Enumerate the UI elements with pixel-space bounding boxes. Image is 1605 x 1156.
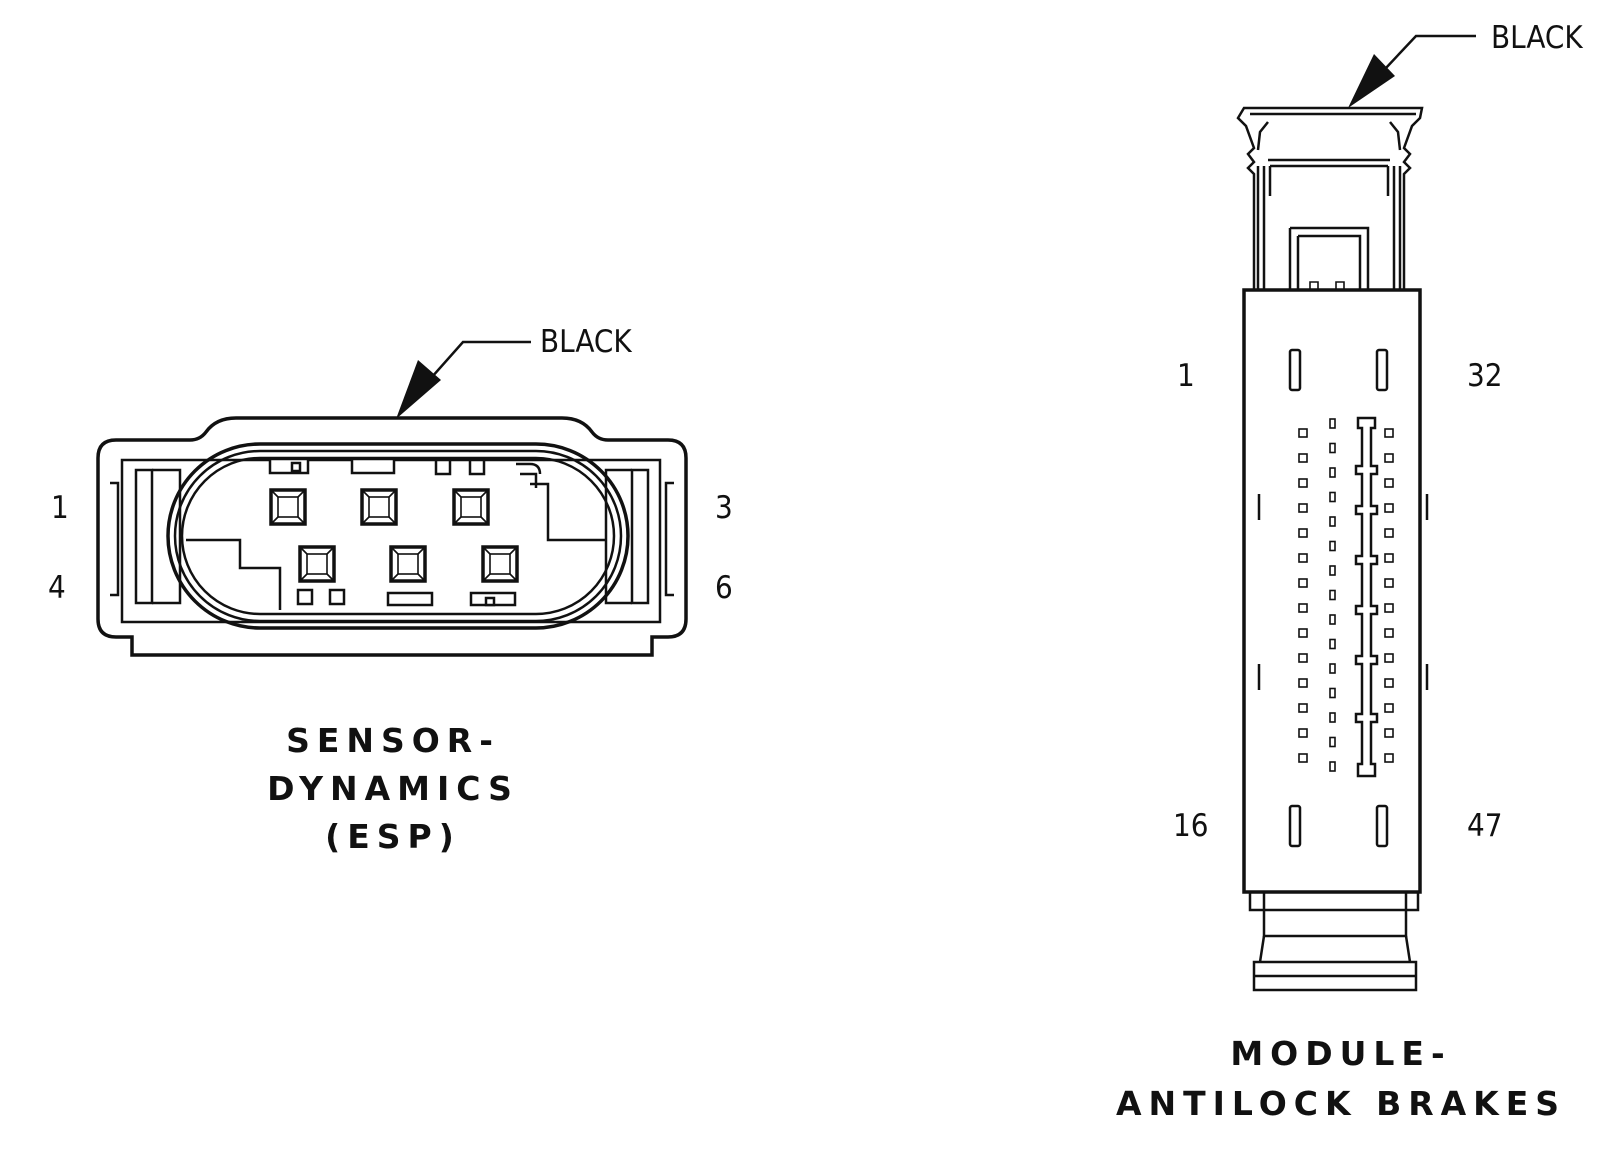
sensor-title-line-2: DYNAMICS — [267, 769, 519, 808]
sensor-pin-label-4: 4 — [48, 570, 66, 606]
module-cavity — [1384, 528, 1394, 538]
module-cavity — [1329, 491, 1336, 503]
sensor-connector — [96, 340, 688, 657]
sensor-wire-color-label: BLACK — [540, 324, 632, 360]
sensor-title-line-3: (ESP) — [325, 817, 461, 856]
module-cavity — [1384, 628, 1394, 638]
module-cavity — [1384, 503, 1394, 513]
module-cavity — [1329, 516, 1336, 527]
module-cavity — [1298, 678, 1308, 688]
module-cavity — [1384, 578, 1394, 588]
module-cavity — [1329, 418, 1336, 429]
module-cavity-column-middle — [1329, 418, 1336, 772]
module-connector — [1236, 34, 1476, 992]
module-cavity-column-right — [1384, 428, 1394, 763]
module-cavity-column-left — [1298, 428, 1308, 763]
module-cavity — [1298, 478, 1308, 488]
module-cavity — [1298, 553, 1308, 563]
module-title-line-2: ANTILOCK BRAKES — [1116, 1084, 1566, 1123]
module-pin-label-1: 1 — [1177, 358, 1195, 394]
module-pin-label-32: 32 — [1467, 358, 1502, 394]
module-cavity — [1329, 467, 1336, 478]
module-title-line-1: MODULE- — [1230, 1034, 1451, 1073]
module-cavity — [1329, 712, 1336, 723]
module-pin-label-16: 16 — [1173, 808, 1208, 844]
sensor-title-line-1: SENSOR- — [286, 721, 500, 760]
module-wire-arrowhead — [1348, 54, 1395, 108]
module-cavity — [1384, 478, 1394, 488]
module-cavity — [1384, 553, 1394, 563]
module-cavity — [1384, 753, 1394, 763]
module-cavity — [1329, 565, 1336, 576]
module-pin-label-47: 47 — [1467, 808, 1502, 844]
sensor-cavity-row-2 — [298, 545, 519, 583]
module-cavity — [1329, 614, 1336, 625]
module-cavity — [1298, 503, 1308, 513]
module-cavity — [1384, 653, 1394, 663]
module-cavity — [1298, 653, 1308, 663]
module-cavity — [1329, 442, 1336, 454]
module-cavity — [1384, 603, 1394, 613]
module-cavity — [1298, 628, 1308, 638]
module-cavity — [1329, 638, 1336, 650]
module-cavity — [1384, 728, 1394, 738]
module-wire-color-label: BLACK — [1491, 20, 1583, 56]
module-cavity — [1298, 428, 1308, 438]
module-cavity — [1298, 753, 1308, 763]
module-cavity — [1329, 540, 1336, 552]
sensor-pin-label-1: 1 — [51, 490, 69, 526]
module-cavity — [1384, 453, 1394, 463]
module-cavity — [1298, 578, 1308, 588]
module-cavity — [1384, 428, 1394, 438]
module-cavity — [1329, 761, 1336, 772]
sensor-wire-arrowhead — [396, 360, 441, 419]
module-cavity — [1329, 736, 1336, 748]
sensor-pin-label-6: 6 — [715, 570, 733, 606]
module-cavity — [1329, 589, 1336, 601]
module-cavity — [1298, 528, 1308, 538]
module-cavity — [1384, 678, 1394, 688]
module-cavity — [1329, 663, 1336, 674]
module-cavity — [1298, 728, 1308, 738]
module-cavity — [1329, 687, 1336, 699]
sensor-pin-label-3: 3 — [715, 490, 733, 526]
module-cavity — [1298, 703, 1308, 713]
module-cavity — [1298, 603, 1308, 613]
module-cavity — [1298, 453, 1308, 463]
module-cavity — [1384, 703, 1394, 713]
sensor-cavity-row-1 — [269, 488, 490, 526]
